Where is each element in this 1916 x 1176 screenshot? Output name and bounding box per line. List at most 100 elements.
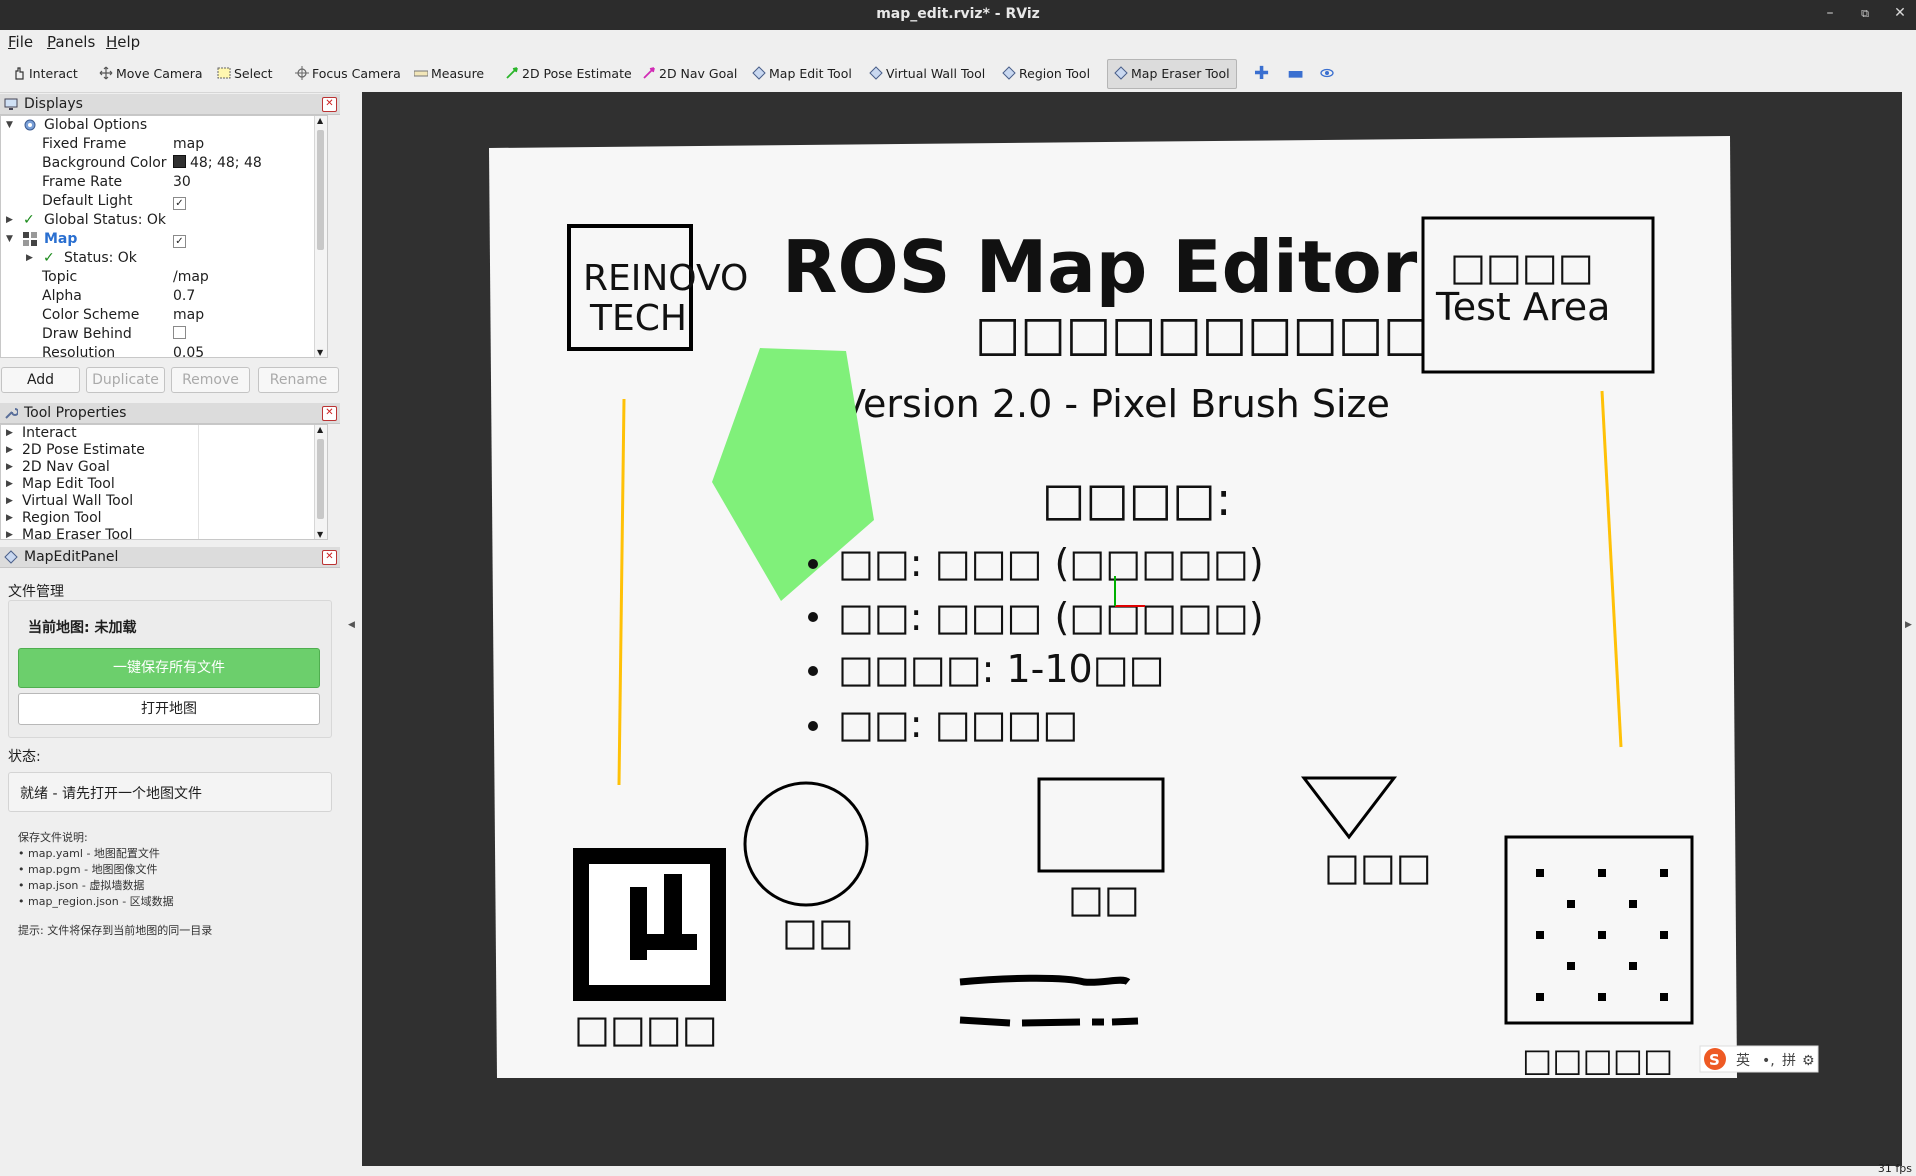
tree-row-alpha[interactable]: Alpha 0.7 (42, 288, 196, 304)
scrollbar-thumb[interactable] (317, 130, 324, 250)
collapse-arrow-icon[interactable]: ▶ (26, 253, 33, 263)
gear-icon (24, 119, 36, 131)
tool-measure[interactable]: Measure (414, 62, 484, 86)
remove-tool-icon[interactable]: ▬ (1287, 63, 1305, 84)
tree-row-topic[interactable]: Topic /map (42, 269, 209, 285)
add-tool-icon[interactable]: ✚ (1254, 63, 1270, 84)
tool-move-camera[interactable]: Move Camera (99, 62, 203, 86)
menu-help[interactable]: Help (106, 33, 141, 51)
feature-bullet-1: □□: □□□ (□□□□□) (838, 541, 1264, 585)
close-panel-icon[interactable]: ✕ (322, 550, 337, 565)
tool-map-edit[interactable]: Map Edit Tool (752, 62, 852, 86)
close-panel-icon[interactable]: ✕ (322, 406, 337, 421)
panel-splitter[interactable]: ◀ (340, 92, 362, 1176)
render-viewport[interactable]: REINOVO TECH ROS Map Editor □□□□□□□□□□ V… (362, 92, 1902, 1166)
note-item: • map_region.json - 区域数据 (18, 895, 174, 908)
tree-row-frame-rate[interactable]: Frame Rate 30 (42, 174, 191, 190)
collapse-arrow-icon[interactable]: ▶ (6, 496, 13, 506)
rename-display-button[interactable]: Rename (258, 367, 339, 393)
nav-goal-arrow-icon (643, 67, 655, 79)
minimize-icon[interactable]: – (1826, 5, 1834, 21)
qr-label: □□□□ (574, 1007, 718, 1051)
ime-language[interactable]: 英 (1736, 1052, 1750, 1069)
save-all-button[interactable]: 一键保存所有文件 (18, 648, 320, 688)
tool-focus-camera[interactable]: Focus Camera (295, 62, 401, 86)
collapse-arrow-icon[interactable]: ▶ (6, 479, 13, 489)
collapse-arrow-icon[interactable]: ▶ (6, 215, 13, 225)
expand-right-icon[interactable]: ▶ (1905, 620, 1912, 630)
collapse-arrow-icon[interactable]: ▶ (6, 428, 13, 438)
tree-row-background-color[interactable]: Background Color 48; 48; 48 (42, 155, 262, 171)
region-polygon (712, 348, 874, 601)
dots-label: □□□□□ (1522, 1041, 1673, 1079)
tree-row-global-status[interactable]: ▶ ✓ Global Status: Ok (6, 212, 167, 228)
remove-display-button[interactable]: Remove (171, 367, 250, 393)
camera-type-icon[interactable] (1320, 62, 1337, 86)
tool-interact[interactable]: Interact (12, 62, 78, 86)
eye-icon (1320, 68, 1334, 78)
test-area-box (1421, 216, 1655, 374)
bullet-dot (808, 559, 818, 569)
collapse-left-icon[interactable]: ◀ (348, 620, 355, 630)
map-enabled-checkbox[interactable]: ✓ (173, 235, 186, 248)
maximize-icon[interactable]: ⧉ (1861, 7, 1869, 20)
pose-arrow-icon (506, 67, 518, 79)
window-title: map_edit.rviz* - RViz (876, 6, 1040, 22)
duplicate-display-button[interactable]: Duplicate (86, 367, 165, 393)
draw-behind-checkbox[interactable] (173, 326, 186, 339)
tool-region[interactable]: Region Tool (1002, 62, 1090, 86)
tree-row-draw-behind[interactable]: Draw Behind (1, 325, 327, 344)
close-panel-icon[interactable]: ✕ (322, 97, 337, 112)
focus-camera-icon (295, 66, 309, 80)
scroll-up-icon[interactable]: ▲ (317, 116, 324, 125)
collapse-arrow-icon[interactable]: ▶ (6, 513, 13, 523)
ime-mode[interactable]: 拼 (1782, 1053, 1796, 1069)
tree-row-color-scheme[interactable]: Color Scheme map (42, 307, 205, 323)
tool-properties-scrollbar[interactable]: ▲ ▼ (314, 425, 327, 539)
scrollbar-thumb[interactable] (317, 439, 324, 519)
toolbar: Interact Move Camera Select Focus Camera… (0, 54, 1916, 93)
tree-row-global-options[interactable]: ▼ Global Options (6, 117, 148, 133)
displays-tree: ▼ Global Options Fixed Frame map Backgro… (0, 115, 328, 358)
collapse-arrow-icon[interactable]: ▶ (6, 530, 13, 540)
feature-bullet-3: □□□□: 1-10□□ (838, 647, 1165, 691)
tool-virtual-wall[interactable]: Virtual Wall Tool (869, 62, 985, 86)
map-subtitle: □□□□□□□□□□ (975, 306, 1429, 362)
tree-row-resolution[interactable]: Resolution 0.05 (42, 345, 205, 358)
scroll-down-icon[interactable]: ▼ (317, 348, 324, 357)
open-map-button[interactable]: 打开地图 (18, 693, 320, 725)
displays-scrollbar[interactable]: ▲ ▼ (314, 116, 327, 357)
tool-map-eraser[interactable]: Map Eraser Tool (1107, 59, 1237, 89)
tool-properties-tree: ▶Interact ▶2D Pose Estimate ▶2D Nav Goal… (0, 424, 328, 540)
tip-text: 提示: 文件将保存到当前地图的同一目录 (18, 924, 213, 937)
menu-panels[interactable]: Panels (47, 33, 96, 51)
map-canvas[interactable]: REINOVO TECH ROS Map Editor □□□□□□□□□□ V… (362, 92, 1902, 1166)
rect-label: □□ (1068, 877, 1140, 921)
tool-select[interactable]: Select (217, 62, 273, 86)
expand-arrow-icon[interactable]: ▼ (6, 120, 13, 130)
menu-file[interactable]: File (8, 33, 34, 51)
collapse-arrow-icon[interactable]: ▶ (6, 462, 13, 472)
tree-row-fixed-frame[interactable]: Fixed Frame map (42, 136, 205, 152)
collapse-arrow-icon[interactable]: ▶ (6, 445, 13, 455)
scroll-down-icon[interactable]: ▼ (317, 530, 324, 539)
tree-row-default-light[interactable]: Default Light ✓ (1, 192, 327, 211)
add-display-button[interactable]: Add (1, 367, 80, 393)
brush-stroke (959, 974, 1131, 986)
tool-2d-nav-goal[interactable]: 2D Nav Goal (642, 62, 737, 86)
menu-bar: File Panels Help (0, 30, 1916, 54)
close-icon[interactable]: ✕ (1894, 5, 1906, 21)
tool-2d-pose-estimate[interactable]: 2D Pose Estimate (505, 62, 632, 86)
expand-arrow-icon[interactable]: ▼ (6, 234, 13, 244)
tool-properties-header: Tool Properties ✕ (0, 403, 340, 424)
color-swatch[interactable] (173, 155, 186, 168)
file-management-label: 文件管理 (8, 584, 64, 600)
scroll-up-icon[interactable]: ▲ (317, 425, 324, 434)
displays-panel-title: Displays (24, 96, 83, 112)
dots-box (1504, 835, 1694, 1025)
default-light-checkbox[interactable]: ✓ (173, 197, 186, 210)
tree-row-map[interactable]: ▼ Map ✓ (1, 230, 327, 249)
map-triangle (1300, 776, 1398, 840)
bullet-dot (808, 612, 818, 622)
tree-row-map-status[interactable]: ▶ ✓ Status: Ok (26, 250, 137, 266)
